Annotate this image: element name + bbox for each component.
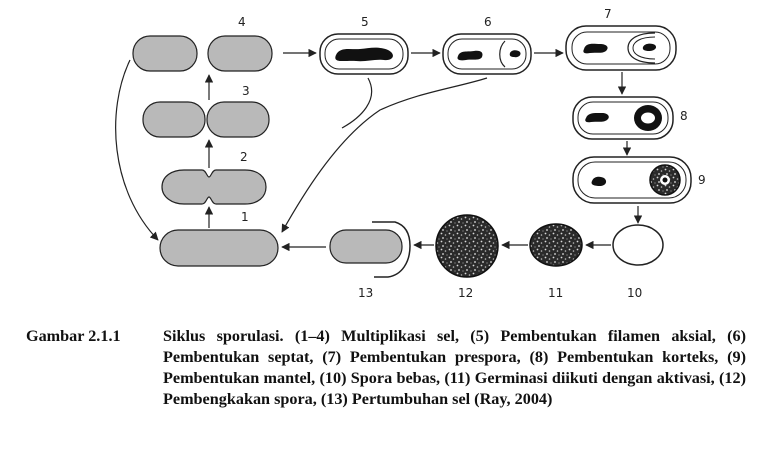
stage-label-8: 8 [680, 109, 688, 123]
stage-label-5: 5 [361, 15, 369, 29]
stage-label-11: 11 [548, 286, 563, 300]
stage-label-3: 3 [242, 84, 250, 98]
stage-label-12: 12 [458, 286, 473, 300]
arrow-4-to-1 [115, 59, 159, 241]
cell-stage-6 [442, 33, 532, 75]
figure-caption: Gambar 2.1.1 Siklus sporulasi. (1–4) Mul… [26, 326, 746, 410]
stage-label-2: 2 [240, 150, 248, 164]
cell-stage-7 [565, 25, 677, 71]
cell-stage-4-right [207, 35, 273, 72]
arrow-6-back-to-1 [281, 77, 488, 233]
cycle-arrows [115, 48, 643, 252]
stage-label-7: 7 [604, 7, 612, 21]
stage-label-10: 10 [627, 286, 642, 300]
stage-label-6: 6 [484, 15, 492, 29]
caption-text: Siklus sporulasi. (1–4) Multiplikasi sel… [163, 327, 746, 408]
free-spore-stage-10 [612, 224, 664, 266]
spore-stage-11 [529, 223, 583, 267]
cell-stage-8 [572, 96, 674, 140]
spore-stage-12 [435, 214, 499, 278]
stage-label-4: 4 [238, 15, 246, 29]
sporulation-cycle-diagram: 1 2 3 4 5 6 7 8 [115, 7, 706, 300]
cell-stage-1 [159, 229, 279, 267]
arrow-5-back-to-1 [341, 77, 373, 129]
cell-stage-3-right [206, 101, 270, 138]
cell-stage-2 [161, 169, 267, 205]
stage-label-13: 13 [358, 286, 373, 300]
stage-label-9: 9 [698, 173, 706, 187]
cell-stage-5 [319, 33, 409, 75]
cell-stage-3-left [142, 101, 206, 138]
cell-stage-13 [329, 221, 411, 278]
cell-stage-4-left [132, 35, 198, 72]
caption-label: Gambar 2.1.1 [26, 327, 121, 345]
cell-stage-9 [572, 156, 692, 204]
stage-label-1: 1 [241, 210, 249, 224]
